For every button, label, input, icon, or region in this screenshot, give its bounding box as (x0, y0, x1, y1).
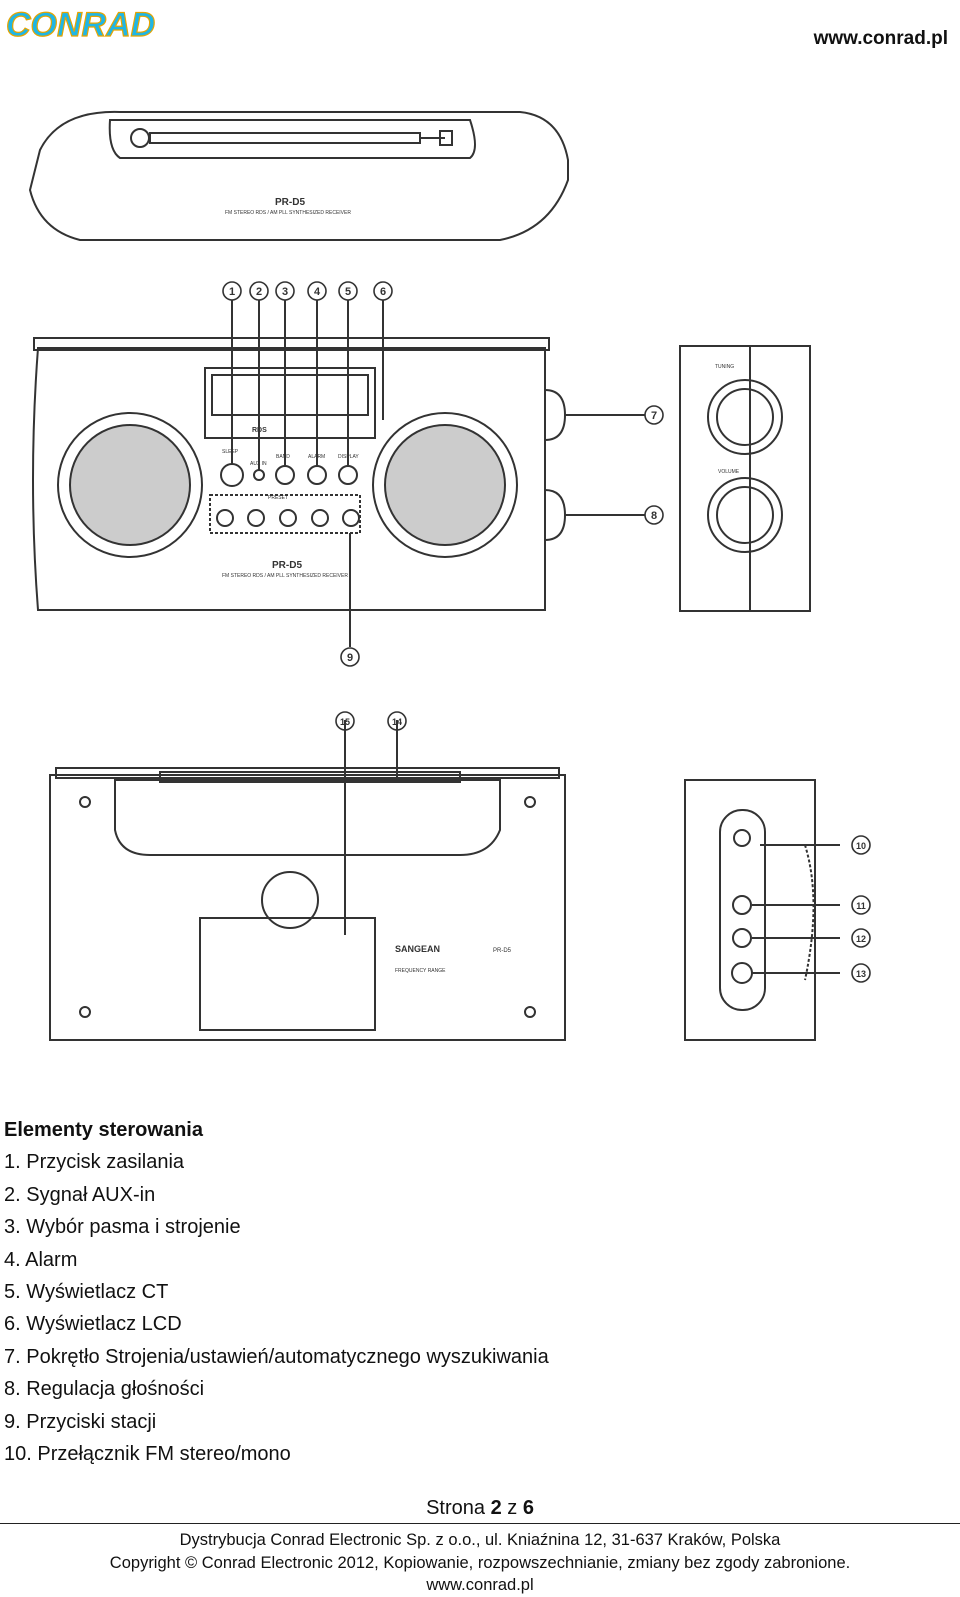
callout-10: 10 (856, 841, 866, 851)
top-model-label: PR-D5 (275, 197, 305, 208)
legend-item: 5. Wyświetlacz CT (4, 1281, 169, 1304)
callout-11: 11 (856, 901, 866, 911)
legend-item: 7. Pokrętło Strojenia/ustawień/automatyc… (4, 1345, 549, 1368)
website-header: www.conrad.pl (813, 28, 948, 49)
callout-8: 8 (651, 510, 657, 522)
callout-1: 1 (229, 286, 235, 298)
legend-item: 9. Przyciski stacji (4, 1410, 157, 1433)
callout-14: 14 (392, 717, 402, 727)
legend-item: 6. Wyświetlacz LCD (4, 1313, 182, 1336)
callout-6: 6 (380, 286, 386, 298)
footer-divider (0, 1523, 960, 1524)
footer: Dystrybucja Conrad Electronic Sp. z o.o.… (0, 1529, 960, 1597)
side-view: TUNING VOLUME (679, 345, 811, 612)
radio-diagram: PR-D5 FM STEREO RDS / AM PLL SYNTHESIZED… (28, 110, 871, 1041)
top-view: PR-D5 FM STEREO RDS / AM PLL SYNTHESIZED… (28, 110, 569, 241)
sleep-label: SLEEP (222, 449, 239, 455)
front-view: RDS SLEEP AUX IN BAND ALARM DISPLAY PRES… (32, 300, 645, 647)
callout-9: 9 (347, 652, 353, 664)
back-view: SANGEAN PR-D5 FREQUENCY RANGE (49, 720, 566, 1041)
callout-15: 15 (340, 717, 350, 727)
legend-title: Elementy sterowania (4, 1119, 203, 1141)
brand-label: SANGEAN (395, 944, 440, 954)
callout-4: 4 (314, 286, 321, 298)
front-model-label: PR-D5 (272, 560, 302, 571)
front-model-subtitle: FM STEREO RDS / AM PLL SYNTHESIZED RECEI… (222, 573, 348, 579)
footer-address: Dystrybucja Conrad Electronic Sp. z o.o.… (179, 1531, 781, 1549)
right-side-view (684, 779, 840, 1041)
legend-item: 2. Sygnał AUX-in (4, 1183, 156, 1206)
tuning-label: TUNING (715, 364, 734, 370)
conrad-logo: CONRAD (5, 5, 155, 44)
legend-item: 10. Przełącznik FM stereo/mono (4, 1443, 291, 1466)
band-label: BAND (276, 454, 290, 460)
callout-13: 13 (856, 969, 866, 979)
page-sep: z (507, 1497, 518, 1519)
logo-text: CONRAD (6, 6, 155, 44)
callout-3: 3 (282, 286, 288, 298)
legend-item: 8. Regulacja głośności (4, 1378, 205, 1401)
callout-12: 12 (856, 934, 866, 944)
page-prefix: Strona (426, 1497, 485, 1519)
callout-7: 7 (651, 410, 657, 422)
controls-legend: Elementy sterowania 1. Przycisk zasilani… (4, 1114, 549, 1470)
callouts (222, 281, 871, 983)
top-model-subtitle: FM STEREO RDS / AM PLL SYNTHESIZED RECEI… (225, 210, 351, 216)
page-number: Strona 2 z 6 (0, 1497, 960, 1520)
volume-label: VOLUME (718, 469, 740, 475)
back-model-label: PR-D5 (493, 948, 512, 954)
legend-item: 1. Przycisk zasilania (4, 1151, 185, 1174)
callout-5: 5 (345, 286, 351, 298)
page-current: 2 (490, 1497, 502, 1519)
callout-2: 2 (256, 286, 262, 298)
footer-website: www.conrad.pl (426, 1576, 534, 1594)
legend-item: 4. Alarm (4, 1248, 78, 1271)
page-total: 6 (522, 1497, 534, 1519)
preset-label: PRESET (268, 495, 288, 501)
footer-copyright: Copyright © Conrad Electronic 2012, Kopi… (109, 1553, 851, 1572)
legend-item: 3. Wybór pasma i strojenie (4, 1216, 241, 1239)
freq-range-label: FREQUENCY RANGE (395, 968, 446, 974)
